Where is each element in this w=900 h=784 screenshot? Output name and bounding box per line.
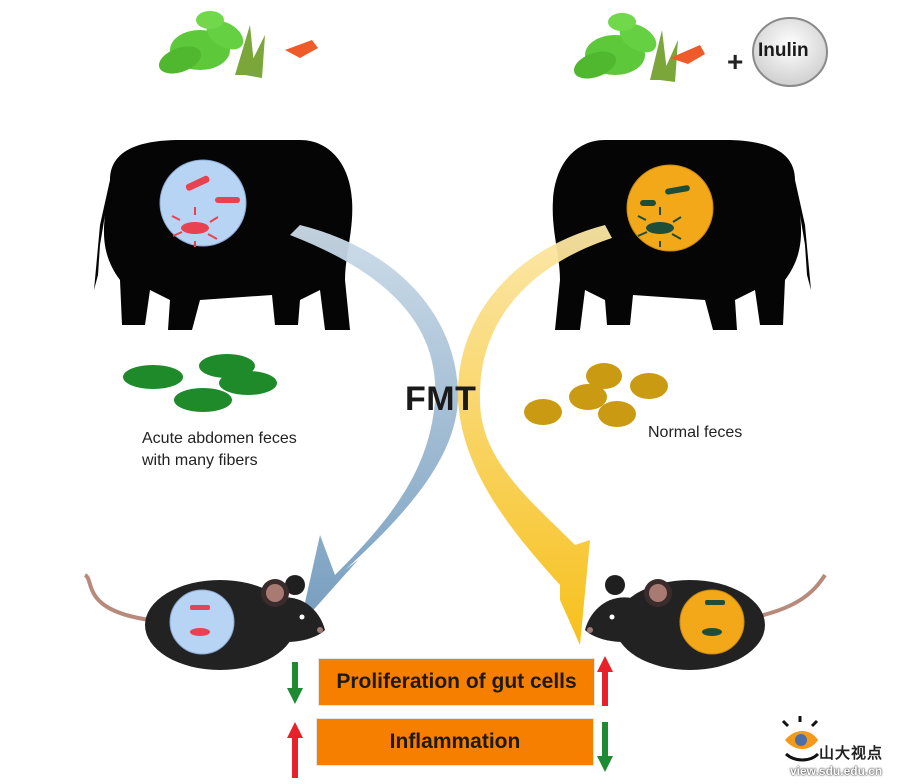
plus-sign: + [727, 46, 744, 77]
microbiota-circle-right [626, 164, 714, 252]
arrow-down-right-inflammation [597, 722, 613, 772]
acute-feces-label: Acute abdomen feces with many fibers [142, 428, 297, 472]
watermark-eye-logo [781, 716, 820, 762]
outcome-label-proliferation: Proliferation of gut cells [336, 670, 577, 693]
inulin-label: Inulin [758, 40, 809, 61]
outcome-box-proliferation: Proliferation of gut cells [318, 658, 595, 706]
plant-icon-right [573, 13, 705, 82]
arrow-down-left-proliferation [287, 662, 303, 704]
microbiota-circle-left [159, 159, 247, 247]
outcome-box-inflammation: Inflammation [316, 718, 594, 766]
inulin-dish-icon [752, 17, 828, 87]
arrow-up-right-proliferation [597, 656, 613, 706]
normal-feces-label: Normal feces [648, 424, 743, 441]
mouse-left [83, 573, 325, 670]
outcome-label-inflammation: Inflammation [389, 730, 521, 753]
fmt-label: FMT [405, 380, 477, 418]
plant-icon-left [158, 11, 318, 78]
feces-brown [524, 363, 668, 427]
arrow-up-left-inflammation [287, 722, 303, 778]
feces-green [123, 354, 277, 412]
watermark-name: 山大视点 [819, 745, 884, 762]
mouse-right [585, 573, 827, 670]
watermark-url: view.sdu.edu.cn [790, 764, 883, 778]
acute-feces-label-line2: with many fibers [142, 452, 258, 469]
acute-feces-label-line1: Acute abdomen feces [142, 430, 297, 447]
